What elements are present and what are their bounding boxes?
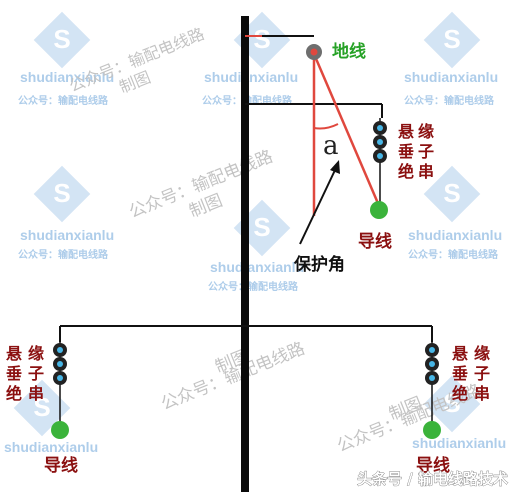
- insulator-label-char: 缘: [418, 122, 434, 141]
- insulator-label-char: 缘: [474, 344, 490, 363]
- conductor-ball-icon: [423, 421, 441, 439]
- insulator-label-char: 绝: [398, 162, 414, 181]
- svg-text:S: S: [443, 388, 460, 418]
- watermark-logo-icon: S: [33, 165, 91, 223]
- svg-text:S: S: [53, 24, 70, 54]
- insulator-label-char: 垂: [6, 364, 22, 383]
- watermark-brand: shudianxianlu: [204, 69, 298, 85]
- angle-symbol: a: [323, 131, 339, 161]
- insulator-label-char: 子: [474, 364, 490, 383]
- watermark-brand: shudianxianlu: [408, 227, 502, 243]
- insulator-discs-icon: [425, 343, 439, 385]
- protection-angle-group: 地线 a 保护角: [293, 41, 382, 275]
- protection-angle-label: 保护角: [293, 254, 345, 275]
- protection-line: [312, 53, 382, 209]
- watermark-account: 公众号：输配电线路: [18, 94, 109, 107]
- watermark-account: 公众号：输配电线路: [18, 248, 109, 261]
- watermark-layer: S shudianxianlu 公众号：输配电线路 S shudianxianl…: [4, 11, 506, 457]
- insulator-label-char: 垂: [452, 364, 468, 383]
- watermark-brand: shudianxianlu: [20, 227, 114, 243]
- svg-text:S: S: [33, 392, 50, 422]
- insulator-discs-icon: [373, 121, 387, 163]
- insulator-string-upper: 导线 悬 缘 垂 子 绝 串: [358, 118, 434, 252]
- insulator-label-char: 子: [418, 142, 434, 161]
- angle-arc: [313, 123, 339, 130]
- watermark-brand: shudianxianlu: [20, 69, 114, 85]
- insulator-string-lower-right: 导线 悬 缘 垂 子 绝 串: [416, 342, 490, 476]
- insulator-label-char: 串: [418, 162, 434, 181]
- svg-text:S: S: [253, 24, 270, 54]
- svg-text:S: S: [53, 178, 70, 208]
- insulator-label-char: 缘: [28, 344, 44, 363]
- conductor-label: 导线: [358, 231, 392, 252]
- watermark-brand: shudianxianlu: [210, 259, 304, 275]
- insulator-label-char: 串: [28, 384, 44, 403]
- watermark-brand: shudianxianlu: [404, 69, 498, 85]
- svg-text:S: S: [443, 24, 460, 54]
- pointer-arrow-head-icon: [330, 160, 340, 174]
- svg-text:S: S: [253, 212, 270, 242]
- insulator-label-char: 子: [28, 364, 44, 383]
- insulator-string-lower-left: 导线 悬 缘 垂 子 绝 串: [5, 342, 78, 476]
- watermark-brand: shudianxianlu: [412, 435, 506, 451]
- insulator-label-char: 悬: [397, 122, 414, 141]
- conductor-ball-icon: [51, 421, 69, 439]
- insulator-label-char: 绝: [452, 384, 468, 403]
- svg-text:S: S: [443, 178, 460, 208]
- watermark-account: 公众号：输配电线路: [404, 94, 495, 107]
- ground-wire-label: 地线: [332, 41, 366, 62]
- insulator-label-char: 悬: [5, 344, 22, 363]
- tower-pole: [241, 16, 249, 492]
- conductor-ball-icon: [370, 201, 388, 219]
- insulator-label-char: 串: [474, 384, 490, 403]
- conductor-label: 导线: [416, 455, 450, 476]
- watermark-logo-icon: S: [423, 11, 481, 69]
- conductor-label: 导线: [44, 455, 78, 476]
- watermark-account: 公众号：输配电线路: [208, 280, 299, 293]
- insulator-label-char: 垂: [398, 142, 414, 161]
- pointer-arrow-line: [299, 167, 337, 245]
- insulator-discs-icon: [53, 343, 67, 385]
- watermark-logo-icon: S: [33, 11, 91, 69]
- source-footer: 头条号 / 输电线路技术: [357, 470, 508, 488]
- watermark-brand: shudianxianlu: [4, 439, 98, 455]
- insulator-label-char: 悬: [451, 344, 468, 363]
- watermark-account: 公众号：输配电线路: [408, 248, 499, 261]
- insulator-label-char: 绝: [6, 384, 22, 403]
